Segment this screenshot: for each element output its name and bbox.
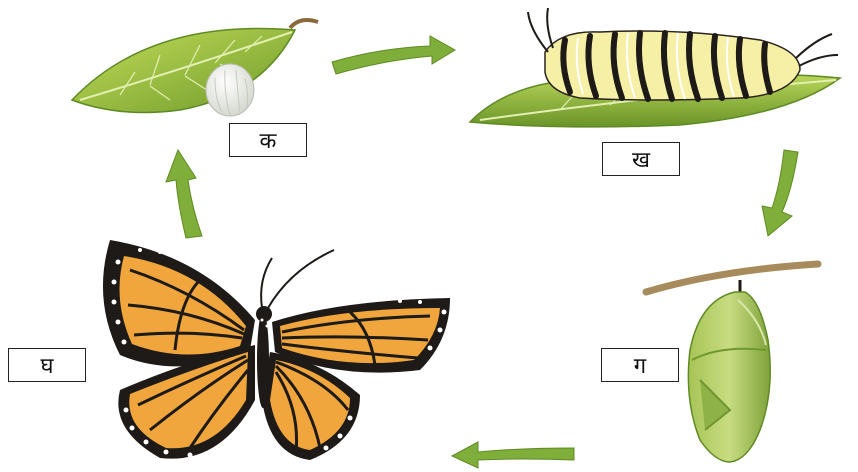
egg-leaf — [72, 20, 318, 112]
arrow-egg-to-caterpillar — [332, 36, 455, 74]
caterpillar-stage-label: ख — [602, 142, 680, 176]
arrow-butterfly-to-egg — [166, 150, 202, 238]
egg-stage-label: क — [229, 123, 307, 157]
arrow-pupa-to-butterfly — [452, 442, 574, 468]
pupa-stage-label: ग — [601, 348, 679, 382]
egg — [206, 64, 254, 116]
butterfly-stage-label: घ — [8, 348, 86, 382]
arrow-caterpillar-to-pupa — [762, 150, 798, 236]
butterfly — [103, 240, 450, 460]
